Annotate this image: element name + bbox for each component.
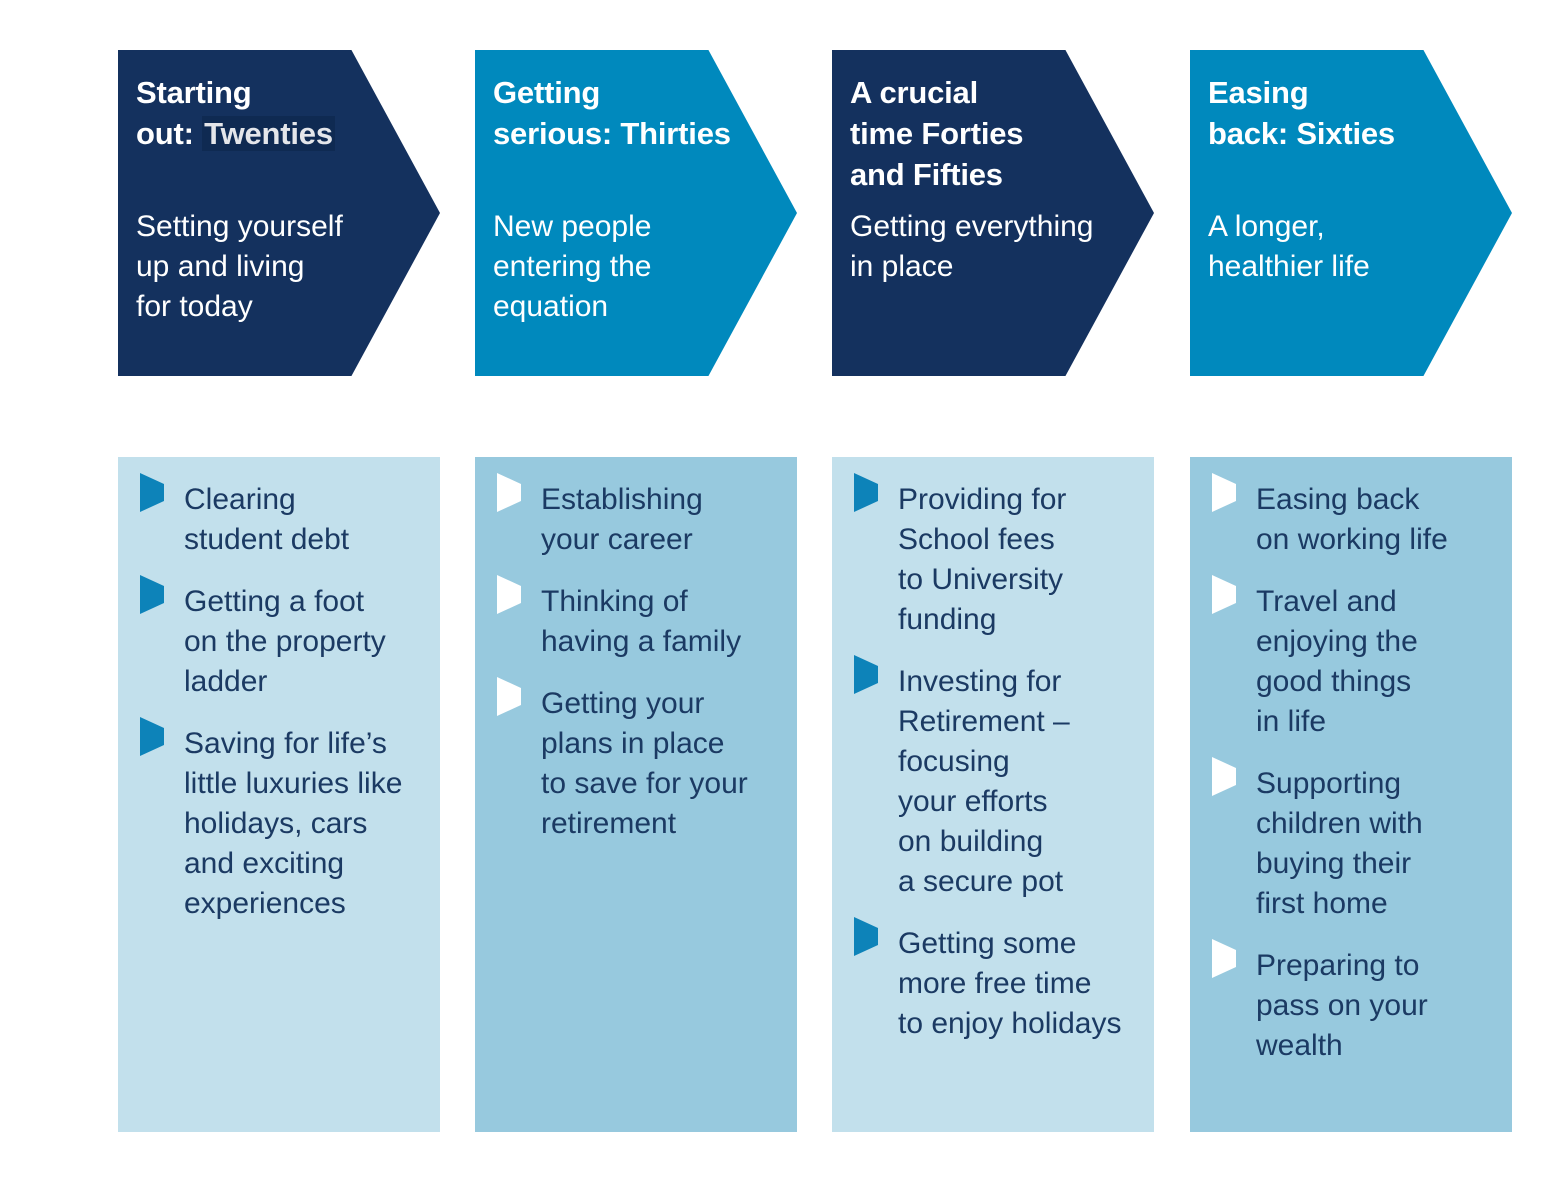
stage-subtitle-thirties: New people entering the equation: [493, 210, 652, 323]
list-item-label: Thinking of having a family: [541, 585, 742, 658]
stage-panel-twenties: Clearing student debt Getting a foot on …: [118, 457, 440, 1132]
list-item[interactable]: Investing for Retirement – focusing your…: [854, 655, 1144, 902]
stage-panel-forties-fifties: Providing for School fees to University …: [832, 457, 1154, 1132]
list-item-label: Getting your plans in place to save for …: [541, 687, 748, 840]
list-item[interactable]: Preparing to pass on your wealth: [1212, 939, 1502, 1066]
stage-title-prefix: Starting out:: [136, 75, 252, 151]
list-item-label: Travel and enjoying the good things in l…: [1256, 585, 1418, 738]
list-item-label: Establishing your career: [541, 483, 703, 556]
stage-title-twenties: Starting out: Twenties: [136, 72, 440, 154]
stage-subtitle-sixties: A longer, healthier life: [1208, 210, 1370, 283]
stage-panel-sixties: Easing back on working life Travel and e…: [1190, 457, 1512, 1132]
list-item-label: Clearing student debt: [184, 483, 350, 556]
stage-title-thirties: Getting serious: Thirties: [493, 72, 797, 154]
list-item[interactable]: Thinking of having a family: [497, 575, 787, 662]
stage-subtitle-forties-fifties: Getting everything in place: [850, 210, 1094, 283]
stage-title-prefix: A crucial time Forties and Fifties: [850, 75, 1024, 192]
stage-banner-forties-fifties[interactable]: A crucial time Forties and Fifties Getti…: [832, 50, 1154, 376]
list-item[interactable]: Easing back on working life: [1212, 473, 1502, 560]
list-item[interactable]: Clearing student debt: [140, 473, 430, 560]
list-item-label: Easing back on working life: [1256, 483, 1448, 556]
stage-title-prefix: Easing back: Sixties: [1208, 75, 1395, 151]
list-item-label: Getting a foot on the property ladder: [184, 585, 386, 698]
list-item[interactable]: Saving for life’s little luxuries like h…: [140, 717, 430, 924]
list-item[interactable]: Travel and enjoying the good things in l…: [1212, 575, 1502, 742]
list-item[interactable]: Getting a foot on the property ladder: [140, 575, 430, 702]
stage-title-forties-fifties: A crucial time Forties and Fifties: [850, 72, 1154, 195]
stage-title-prefix: Getting serious: Thirties: [493, 75, 731, 151]
stage-title-highlight: Twenties: [202, 116, 335, 151]
stage-banner-twenties[interactable]: Starting out: Twenties Setting yourself …: [118, 50, 440, 376]
stage-panel-thirties: Establishing your career Thinking of hav…: [475, 457, 797, 1132]
list-item[interactable]: Getting your plans in place to save for …: [497, 677, 787, 844]
list-item-label: Getting some more free time to enjoy hol…: [898, 927, 1122, 1040]
stage-banner-thirties[interactable]: Getting serious: Thirties New people ent…: [475, 50, 797, 376]
stage-banner-sixties[interactable]: Easing back: Sixties A longer, healthier…: [1190, 50, 1512, 376]
list-item[interactable]: Establishing your career: [497, 473, 787, 560]
stage-title-sixties: Easing back: Sixties: [1208, 72, 1512, 154]
list-item-label: Investing for Retirement – focusing your…: [898, 665, 1070, 898]
list-item[interactable]: Supporting children with buying their fi…: [1212, 757, 1502, 924]
list-item-label: Providing for School fees to University …: [898, 483, 1067, 636]
list-item-label: Preparing to pass on your wealth: [1256, 949, 1428, 1062]
list-item-label: Supporting children with buying their fi…: [1256, 767, 1423, 920]
list-item-label: Saving for life’s little luxuries like h…: [184, 727, 403, 920]
list-item[interactable]: Providing for School fees to University …: [854, 473, 1144, 640]
list-item[interactable]: Getting some more free time to enjoy hol…: [854, 917, 1144, 1044]
stage-subtitle-twenties: Setting yourself up and living for today: [136, 210, 343, 323]
